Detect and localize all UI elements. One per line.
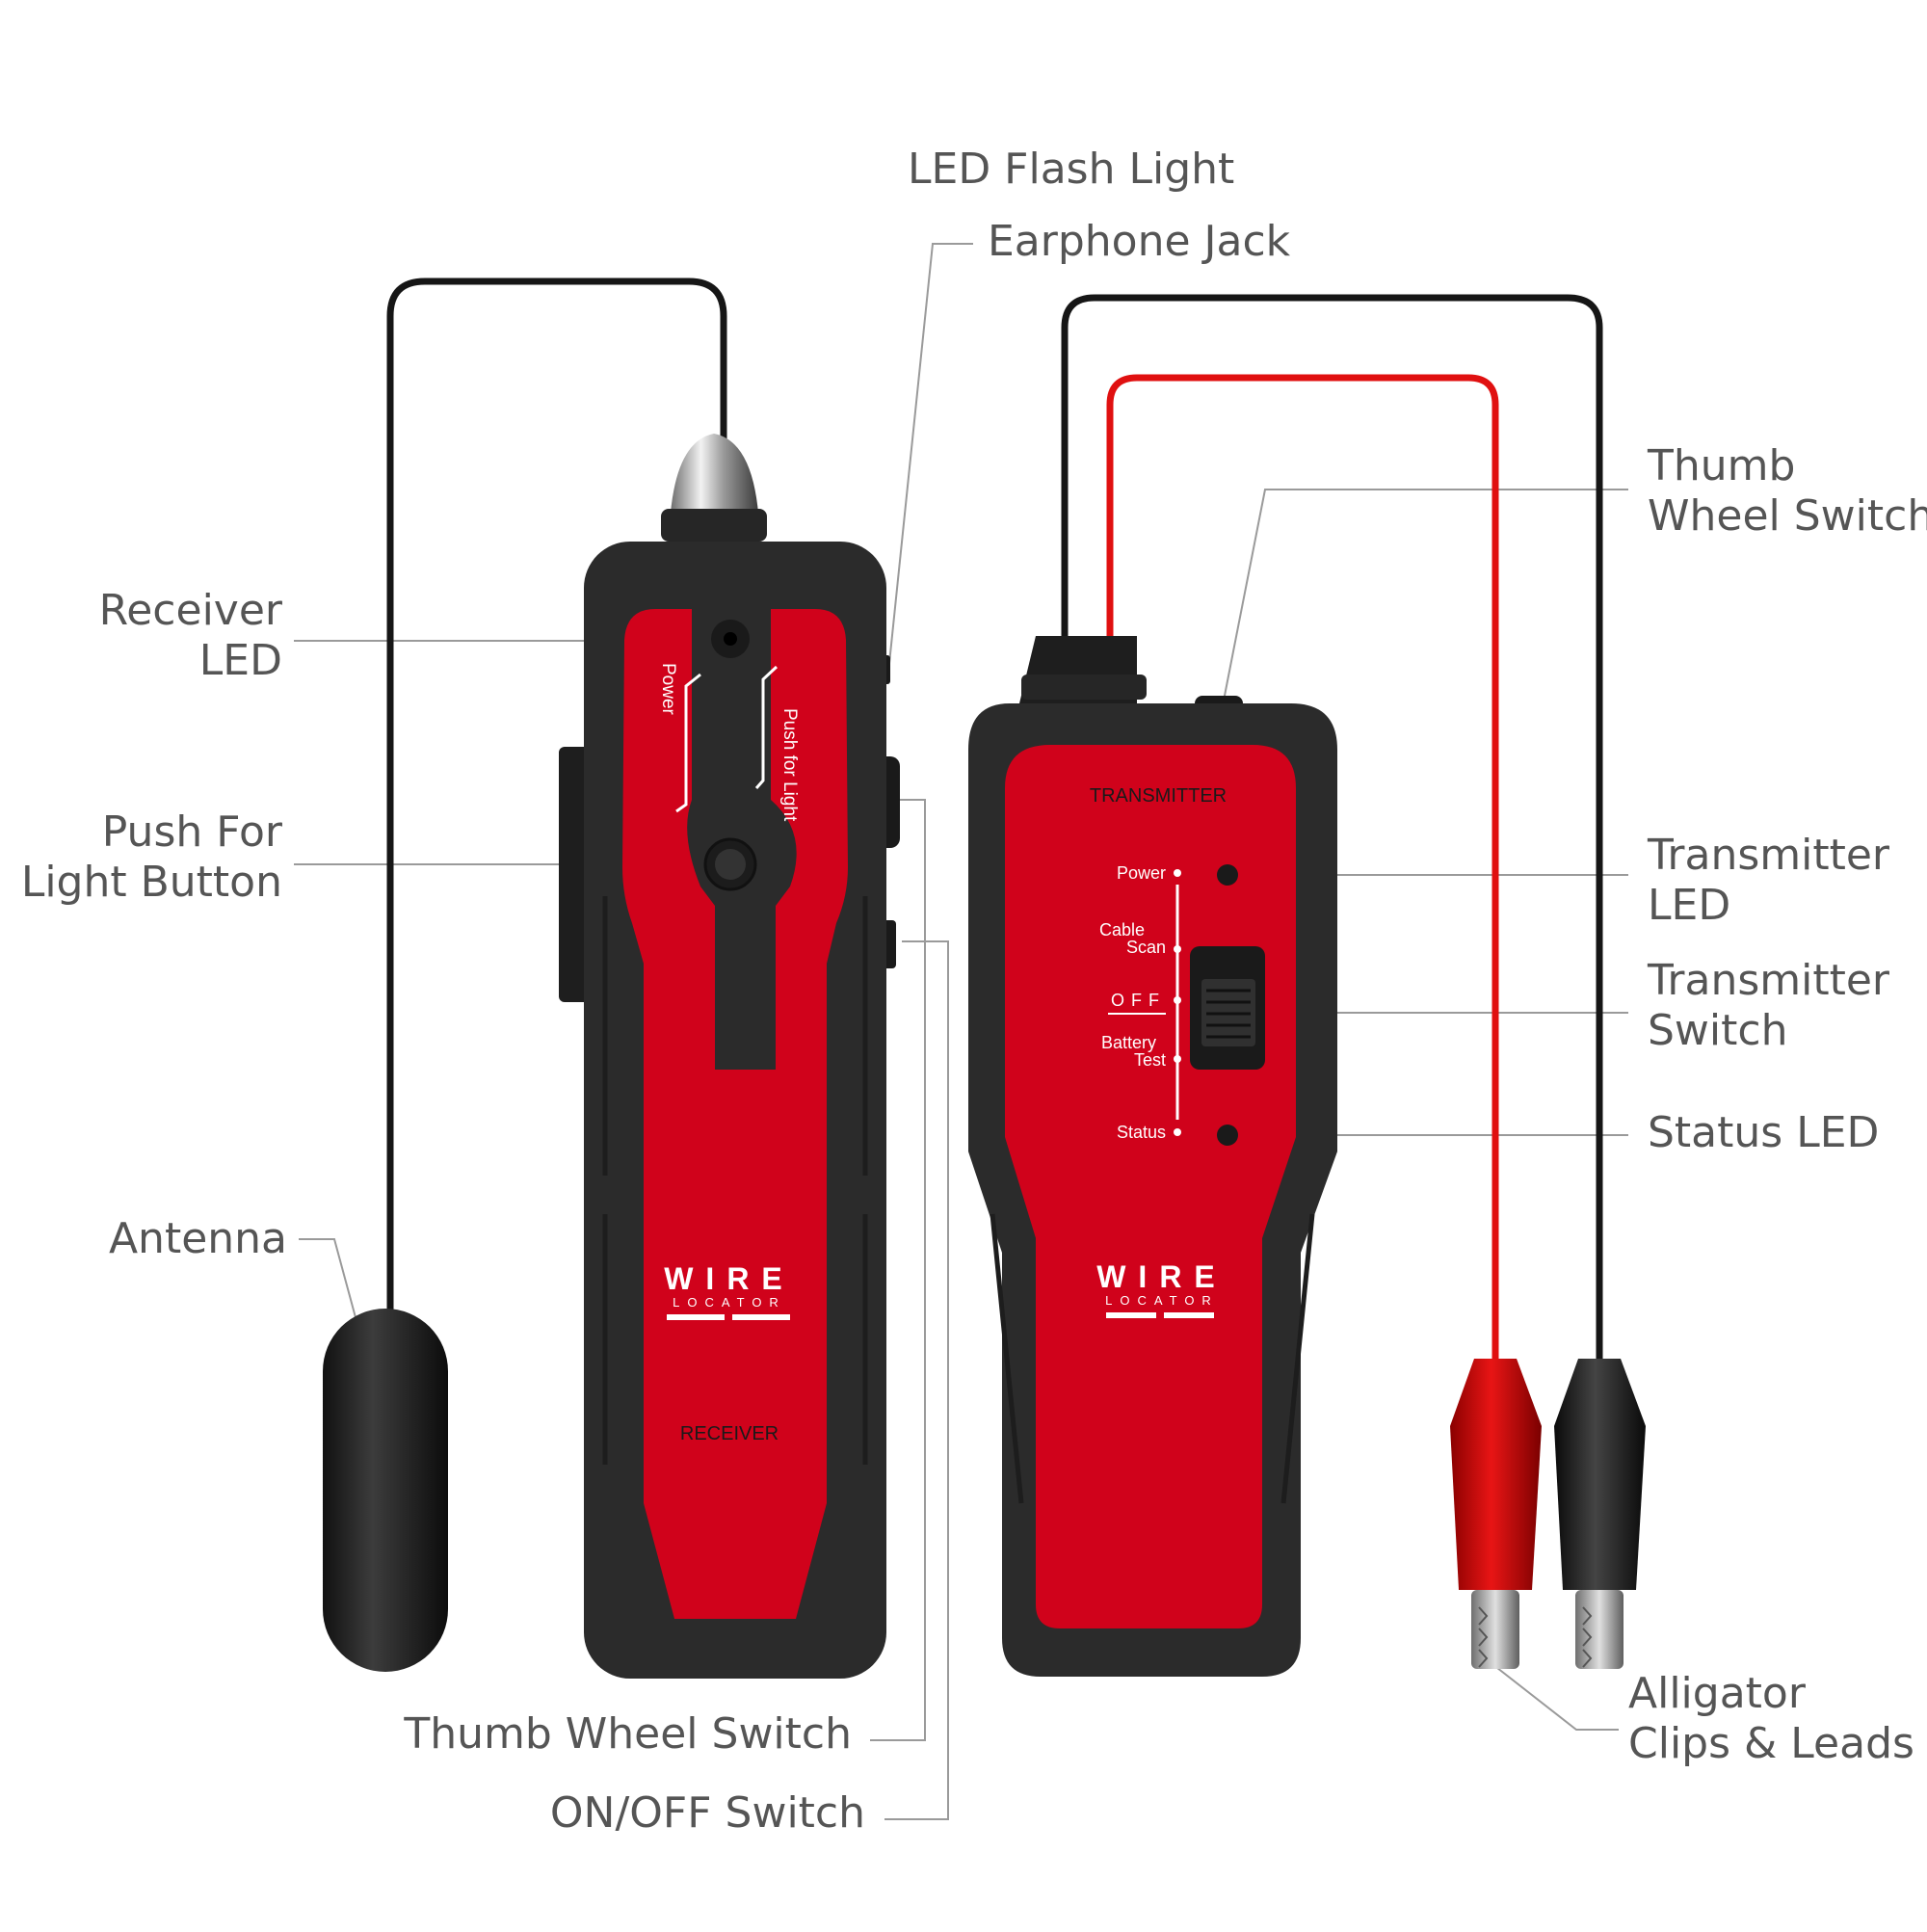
callout-transmitter-led-line2: LED	[1648, 881, 1731, 930]
callout-status-led: Status LED	[1648, 1108, 1880, 1157]
receiver-brand-sub: LOCATOR	[673, 1295, 786, 1310]
antenna-wire	[386, 278, 727, 1320]
callout-antenna: Antenna	[108, 1214, 287, 1263]
transmitter-switch[interactable]	[1190, 946, 1265, 1070]
callout-receiver-led-line2: LED	[198, 636, 282, 685]
receiver-name: RECEIVER	[680, 1423, 779, 1444]
tx-off-label: OFF	[1111, 991, 1166, 1010]
tx-battery-label-1: Battery	[1101, 1033, 1156, 1052]
led-flash-light-tip	[670, 434, 759, 525]
antenna-probe	[323, 1309, 448, 1672]
transmitter-brand-main: WIRE	[1096, 1259, 1227, 1294]
leader-earphone-jack	[887, 243, 973, 674]
callout-on-off-switch: ON/OFF Switch	[549, 1788, 865, 1838]
receiver-power-label: Power	[658, 663, 678, 716]
callout-alligator-line2: Clips & Leads	[1628, 1719, 1914, 1768]
callout-tx-thumb-wheel-line2: Wheel Switch	[1648, 491, 1927, 541]
leader-antenna	[299, 1238, 360, 1333]
callout-alligator: Alligator Clips & Leads	[1628, 1669, 1914, 1769]
callout-receiver-led-line1: Receiver	[98, 586, 282, 635]
receiver-channel	[687, 609, 797, 1070]
receiver-brand-main: WIRE	[664, 1261, 795, 1296]
receiver-push-label: Push for Light	[779, 708, 800, 822]
transmitter-led	[1217, 864, 1238, 886]
callout-tx-thumb-wheel-line1: Thumb	[1648, 441, 1796, 490]
callout-push-light: Push For Light Button	[21, 807, 282, 908]
callout-transmitter-switch: Transmitter Switch	[1648, 956, 1889, 1056]
tx-cable-label-1: Cable	[1099, 920, 1145, 940]
leader-on-off	[884, 940, 949, 1820]
red-alligator-clip[interactable]	[1450, 1359, 1542, 1669]
status-led	[1217, 1125, 1238, 1146]
black-alligator-clip[interactable]	[1554, 1359, 1646, 1669]
tx-power-label: Power	[1117, 863, 1166, 883]
callout-push-light-line1: Push For	[101, 807, 282, 857]
leader-lines	[294, 243, 1628, 1820]
callout-transmitter-led: Transmitter LED	[1648, 831, 1889, 931]
transmitter-name: TRANSMITTER	[1090, 785, 1227, 807]
callout-receiver-led: Receiver LED	[99, 586, 282, 686]
tx-cable-label-2: Scan	[1126, 938, 1166, 957]
leader-tx-thumb-wheel	[1223, 489, 1628, 701]
callout-earphone-jack: Earphone Jack	[988, 217, 1291, 266]
transmitter-brand-sub: LOCATOR	[1105, 1293, 1219, 1308]
callout-transmitter-led-line1: Transmitter	[1648, 831, 1890, 880]
callout-alligator-line1: Alligator	[1628, 1669, 1806, 1718]
leader-receiver-thumb-wheel	[870, 799, 926, 1741]
transmitter-unit: TRANSMITTER Power Cable Scan OFF Battery…	[968, 294, 1646, 1677]
callout-tx-thumb-wheel: Thumb Wheel Switch	[1648, 441, 1927, 542]
red-lead	[1106, 374, 1499, 1359]
tx-battery-label-2: Test	[1134, 1050, 1166, 1070]
callout-led-flash-light: LED Flash Light	[908, 145, 1235, 194]
receiver-unit: Power Push for Light WIRE LOCATOR RECEIV…	[323, 278, 900, 1679]
black-lead	[1061, 294, 1603, 1359]
tx-status-label: Status	[1117, 1123, 1166, 1142]
callout-transmitter-switch-line2: Switch	[1648, 1006, 1788, 1055]
callout-transmitter-switch-line1: Transmitter	[1648, 956, 1890, 1005]
leader-alligator	[1483, 1656, 1619, 1731]
callout-receiver-thumb-wheel: Thumb Wheel Switch	[404, 1709, 852, 1759]
callout-push-light-line2: Light Button	[20, 858, 282, 907]
